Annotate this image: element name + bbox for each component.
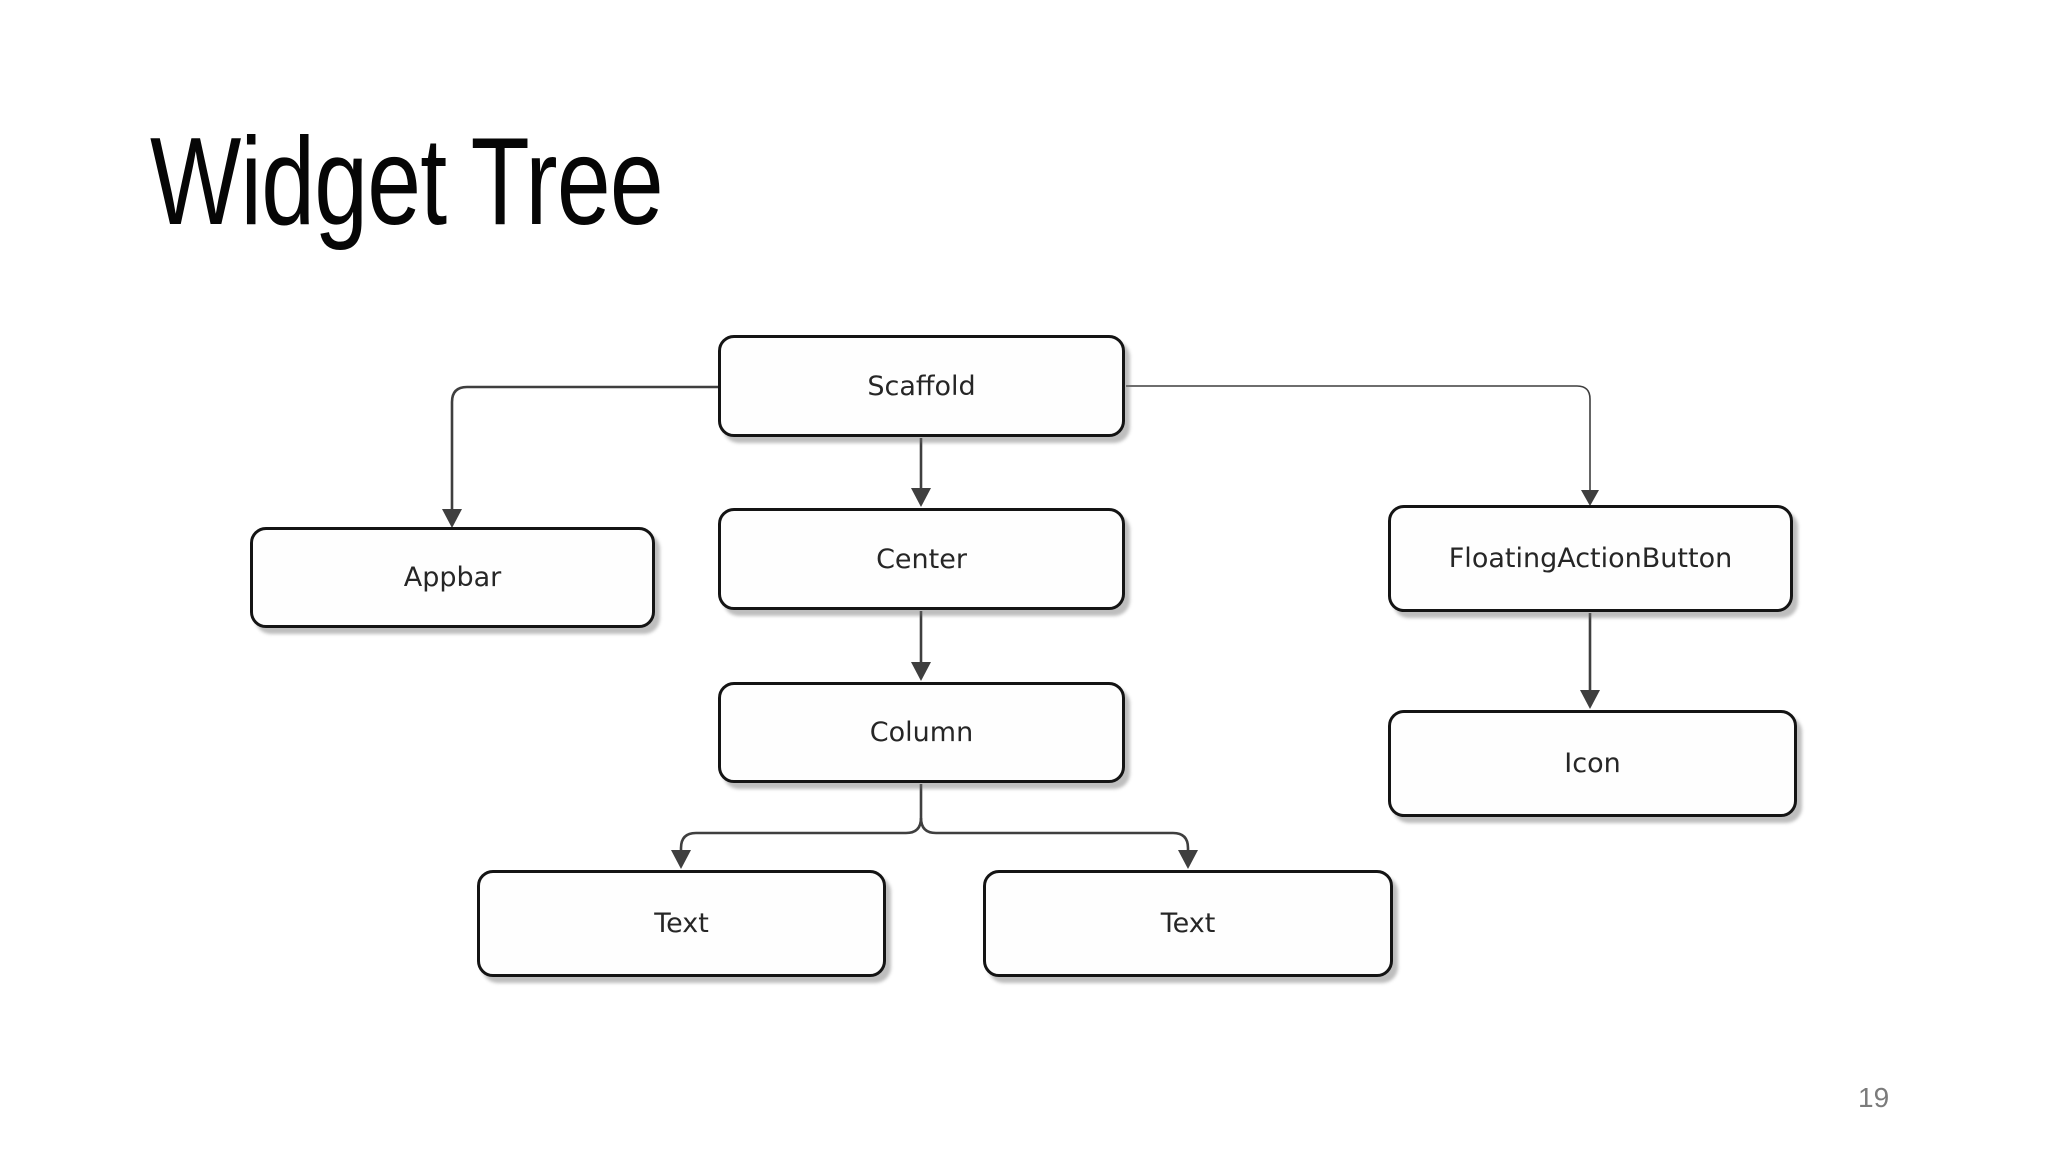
node-label: Center bbox=[876, 543, 967, 575]
arrowhead-down-icon bbox=[1580, 690, 1600, 709]
node-appbar: Appbar bbox=[250, 527, 655, 628]
arrowhead-down-icon bbox=[911, 488, 931, 507]
arrowhead-down-icon bbox=[671, 850, 691, 869]
node-icon: Icon bbox=[1388, 710, 1797, 817]
page-number: 19 bbox=[1858, 1082, 1890, 1113]
node-floatingactionbutton: FloatingActionButton bbox=[1388, 505, 1793, 612]
node-label: Icon bbox=[1564, 748, 1621, 779]
edge-floatingactionbutton-icon bbox=[1580, 613, 1600, 709]
node-label: Appbar bbox=[403, 562, 502, 593]
arrowhead-down-icon bbox=[1178, 850, 1198, 869]
node-text-right: Text bbox=[983, 870, 1393, 977]
arrowhead-down-icon bbox=[1581, 490, 1599, 506]
node-center: Center bbox=[718, 508, 1125, 610]
edge-column-text-left bbox=[671, 784, 923, 869]
edge-scaffold-appbar bbox=[442, 385, 718, 528]
node-column: Column bbox=[718, 682, 1125, 783]
edge-scaffold-center bbox=[911, 438, 931, 507]
node-label: Scaffold bbox=[867, 370, 976, 402]
arrowhead-down-icon bbox=[442, 509, 462, 528]
slide-title: Widget Tree bbox=[150, 113, 664, 251]
node-scaffold: Scaffold bbox=[718, 335, 1125, 437]
node-text-left: Text bbox=[477, 870, 886, 977]
edge-center-column bbox=[911, 611, 931, 681]
node-label: FloatingActionButton bbox=[1448, 543, 1733, 574]
node-label: Text bbox=[1160, 908, 1216, 939]
edge-column-text-right bbox=[919, 817, 1198, 869]
node-label: Column bbox=[869, 717, 974, 748]
node-label: Text bbox=[654, 908, 709, 939]
arrowhead-down-icon bbox=[911, 662, 931, 681]
edge-scaffold-floatingactionbutton bbox=[1126, 385, 1599, 506]
